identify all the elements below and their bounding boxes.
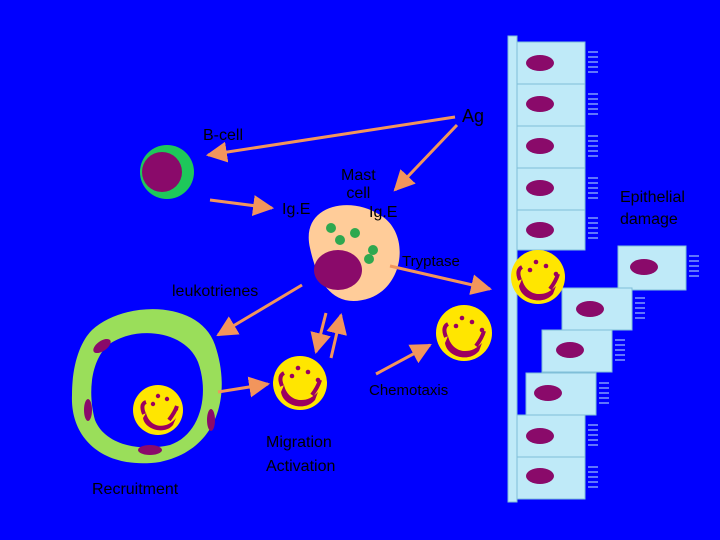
epithelial-nucleus	[576, 301, 604, 317]
migration-label: Migration	[266, 434, 332, 451]
eosinophil-at-epithelium	[511, 250, 565, 304]
epithelial-cells-shed	[525, 245, 699, 416]
activation-label: Activation	[266, 458, 336, 475]
blood-vessel	[71, 309, 222, 464]
arrow-ag-to-mastcell	[393, 123, 459, 192]
b-cell	[140, 145, 194, 199]
epithelial-nucleus	[526, 138, 554, 154]
arrow-mastcell-to-epithelium	[389, 264, 493, 295]
epithelial-damage-label-line1: Epithelial	[620, 189, 685, 206]
arrow-bcell-to-ige	[209, 195, 275, 216]
eosinophil-chemotaxis	[436, 305, 492, 361]
vessel-nucleus	[207, 409, 215, 431]
mast-granule	[350, 228, 360, 238]
chemotaxis-label: Chemotaxis	[369, 382, 449, 399]
arrow-vessel-to-eosinophil	[217, 376, 271, 398]
arrow-chemotaxis	[375, 343, 432, 376]
arrow-mastcell-to-eosinophil	[310, 312, 331, 355]
b-cell-label: B-cell	[203, 127, 244, 144]
ige-right-label: Ig.E	[369, 204, 398, 221]
eosinophil-migrating	[273, 356, 327, 410]
arrow-mastcell-to-vessel	[216, 283, 303, 337]
epithelial-damage-label-line2: damage	[620, 211, 678, 228]
tryptase-label: Tryptase	[402, 253, 460, 270]
epithelial-nucleus	[534, 385, 562, 401]
arrow-eosinophil-to-mastcell	[326, 312, 347, 359]
epithelial-nucleus	[526, 180, 554, 196]
mast-cell	[308, 205, 400, 302]
vessel-nucleus	[84, 399, 92, 421]
mast-granule	[335, 235, 345, 245]
ige-left-label: Ig.E	[282, 201, 311, 218]
mast-granule	[326, 223, 336, 233]
epithelial-nucleus	[630, 259, 658, 275]
epithelial-nucleus	[526, 428, 554, 444]
epithelial-nucleus	[556, 342, 584, 358]
arrow-ag-to-bcell	[205, 115, 456, 163]
mast-cell-label: Mast cell	[341, 167, 376, 202]
recruitment-label: Recruitment	[92, 481, 179, 498]
epithelial-nucleus	[526, 96, 554, 112]
mast-granule	[364, 254, 374, 264]
leukotrienes-label: leukotrienes	[172, 283, 259, 300]
ag-label: Ag	[462, 106, 485, 126]
vessel-nucleus	[93, 338, 111, 354]
mast-granule	[368, 245, 378, 255]
mast-cell-nucleus	[314, 250, 362, 290]
epithelial-cells-intact	[516, 41, 598, 500]
arrows	[205, 115, 493, 398]
epithelial-nucleus	[526, 55, 554, 71]
vessel-nucleus	[138, 445, 162, 455]
eosinophil-in-vessel	[133, 385, 183, 435]
epithelial-nucleus	[526, 468, 554, 484]
epithelial-nucleus	[526, 222, 554, 238]
